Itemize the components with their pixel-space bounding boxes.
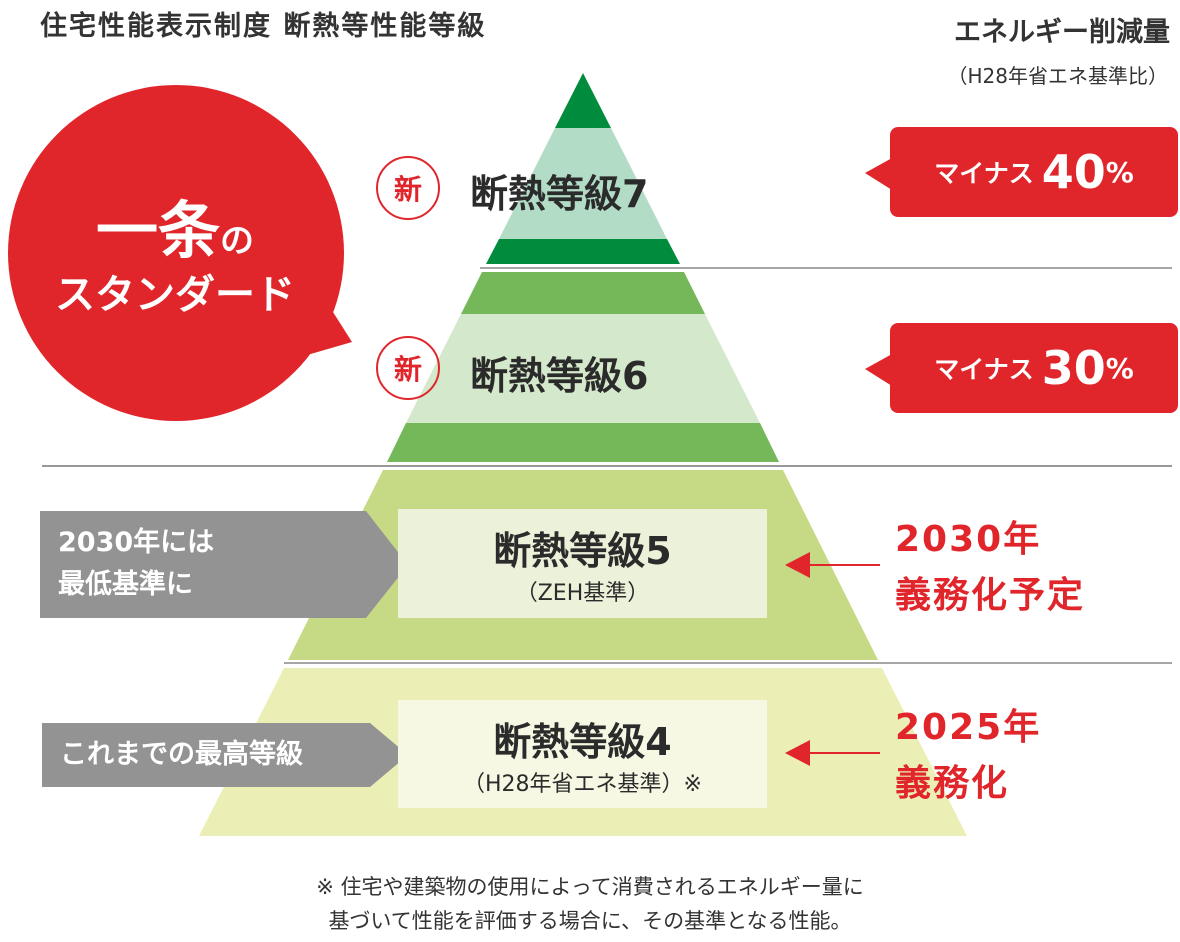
grade5-right-note: 2030年 義務化予定 [895,512,1085,624]
tier6-band-mid [406,314,760,423]
callout-tail [865,354,892,386]
grade7-label: 断熱等級7 [470,172,649,216]
grade4-left-note: これまでの最高等級 [60,734,303,776]
reduction-unit: % [1105,351,1134,385]
grade4-right-note: 2025年 義務化 [895,700,1041,812]
tier7-band-top [555,73,611,128]
tier6-band-top [461,272,705,314]
reduction-unit: % [1105,155,1134,189]
arrow-left-icon [785,552,810,578]
note-line: 2025年 [895,707,1042,748]
standard-bubble [8,85,344,421]
energy-reduction-heading: エネルギー削減量 [954,17,1170,48]
reduction-value: 40 [1041,145,1106,199]
grade4-label: 断熱等級4 [493,719,672,764]
energy-reduction-subtitle: （H28年省エネ基準比） [947,64,1169,88]
grade5-sub: （ZEH基準） [515,581,650,606]
reduction-prefix: マイナス [934,355,1034,384]
footnote-line: 基づいて性能を評価する場合に、その基準となる性能。 [328,909,852,933]
note-line: 最低基準に [58,569,193,600]
grade5-note-arrow [40,511,408,618]
bubble-suffix: の [220,221,254,261]
page-title: 住宅性能表示制度 断熱等性能等級 [40,11,487,42]
tier7-band-mid [499,128,667,239]
grade6-label: 断熱等級6 [470,354,649,398]
new-badge: 新 [376,336,440,400]
tier6-band-bottom [387,423,779,462]
callout-tail [865,158,892,190]
footnote-line: ※ 住宅や建築物の使用によって消費されるエネルギー量に [316,875,864,899]
grade5-left-note: 2030年には 最低基準に [58,522,214,606]
bubble-line2: スタンダード [55,272,295,318]
grade5-label: 断熱等級5 [493,529,672,573]
note-line: 義務化 [895,763,1010,804]
grade4-sub: （H28年省エネ基準）※ [463,771,702,797]
reduction-prefix: マイナス [934,159,1034,188]
grade4-box: 断熱等級4 （H28年省エネ基準）※ [398,700,767,808]
grade5-box: 断熱等級5 （ZEH基準） [398,509,767,618]
bubble-main-text: 一条 [95,194,220,267]
bubble-line1: 一条の [25,180,325,270]
note-line: 義務化予定 [895,575,1086,616]
arrow-left-icon [785,740,810,766]
reduction-value: 30 [1041,341,1106,395]
tier7-band-bottom [486,239,680,264]
grade4-note-arrow [42,723,408,787]
new-badge: 新 [376,156,440,220]
footnote: ※ 住宅や建築物の使用によって消費されるエネルギー量に 基づいて性能を評価する場… [0,870,1180,938]
note-line: 2030年には [58,527,215,558]
note-line: 2030年 [895,519,1042,560]
note-line: これまでの最高等級 [60,739,303,770]
